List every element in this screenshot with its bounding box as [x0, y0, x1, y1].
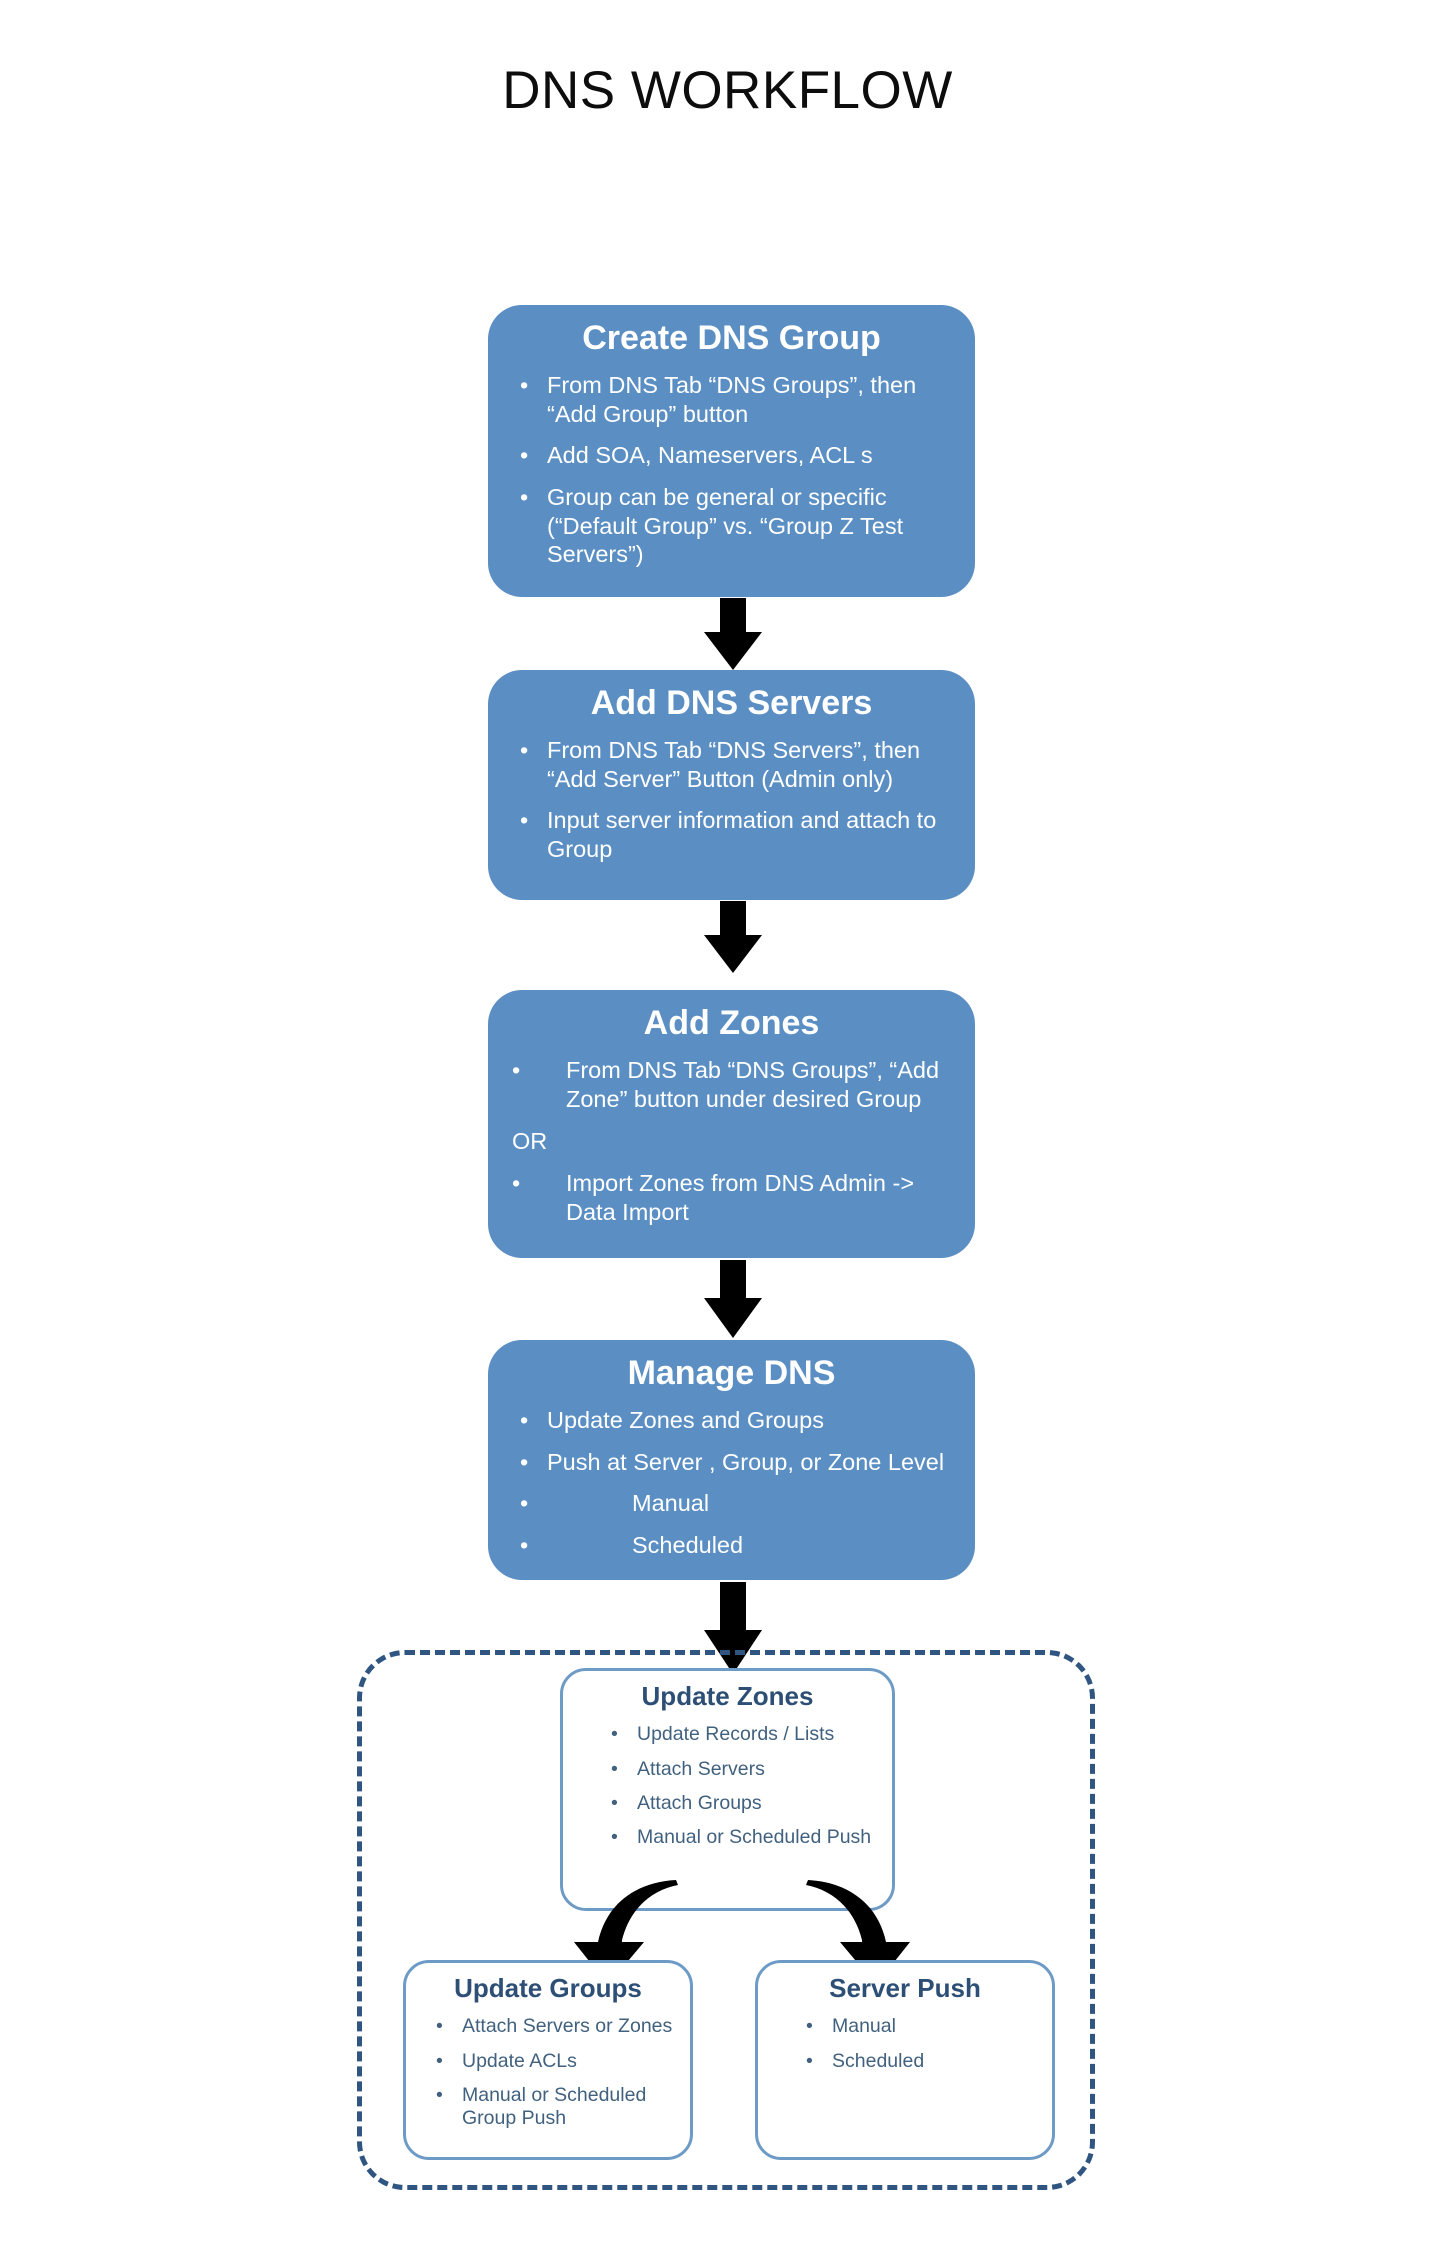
list-item-label: From DNS Tab “DNS Groups”, then “Add Gro… [547, 372, 917, 427]
list-item-label: Push at Server , Group, or Zone Level [547, 1448, 945, 1475]
list-item: • Push at Server , Group, or Zone Level [520, 1448, 967, 1477]
arrow-down-2 [704, 901, 762, 973]
list-item-label: Attach Servers or Zones [462, 2015, 673, 2038]
list-item-label: Import Zones from DNS Admin -> Data Impo… [566, 1170, 915, 1225]
step-title-manage-dns: Manage DNS [627, 1354, 836, 1392]
arrow-down-3 [704, 1260, 762, 1338]
step-list-add-dns-servers: • From DNS Tab “DNS Servers”, then “Add … [520, 736, 955, 864]
list-item: • Manual or Scheduled Push [611, 1826, 880, 1849]
list-item: • Attach Servers or Zones [436, 2015, 678, 2038]
list-item-label: Add SOA, Nameservers, ACL s [547, 442, 873, 469]
list-item: • Manual [520, 1489, 967, 1518]
sub-list-server-push: • Manual • Scheduled [806, 2015, 1040, 2073]
list-item: • From DNS Tab “DNS Groups”, “Add Zone” … [512, 1056, 957, 1113]
bullet-icon: • [520, 807, 529, 834]
step-box-add-zones[interactable]: Add Zones • From DNS Tab “DNS Groups”, “… [488, 990, 975, 1258]
step-box-manage-dns[interactable]: Manage DNS • Update Zones and Groups • P… [488, 1340, 975, 1580]
list-item-label: Group can be general or specific (“Defau… [547, 484, 904, 568]
step-box-create-dns-group[interactable]: Create DNS Group • From DNS Tab “DNS Gro… [488, 305, 975, 597]
bullet-icon: • [520, 1532, 529, 1559]
bullet-icon: • [520, 372, 529, 399]
list-item: • Update Records / Lists [611, 1723, 880, 1746]
sub-box-update-groups[interactable]: Update Groups • Attach Servers or Zones … [403, 1960, 693, 2160]
list-item-label: From DNS Tab “DNS Servers”, then “Add Se… [547, 737, 921, 792]
bullet-icon: • [520, 1407, 529, 1434]
list-item-label: Scheduled [832, 2049, 925, 2072]
sub-list-update-zones: • Update Records / Lists • Attach Server… [611, 1723, 880, 1850]
page-title: DNS WORKFLOW [502, 61, 953, 120]
bullet-icon: • [436, 2015, 443, 2038]
list-item-label: Input server information and attach to G… [547, 807, 937, 863]
step-list-add-zones-2: • Import Zones from DNS Admin -> Data Im… [512, 1169, 957, 1226]
list-item-label: Attach Groups [637, 1791, 762, 1814]
bullet-icon: • [512, 1170, 521, 1197]
arrow-curve-left [574, 1880, 678, 1985]
step-title-add-zones: Add Zones [643, 1004, 820, 1042]
bullet-icon: • [512, 1057, 521, 1084]
sub-title-server-push: Server Push [829, 1973, 981, 2003]
list-item: • Attach Groups [611, 1792, 880, 1815]
step-title-add-dns-servers: Add DNS Servers [590, 684, 873, 722]
detail-group-container [357, 1650, 1095, 2190]
bullet-icon: • [520, 737, 529, 764]
step-list-add-zones: • From DNS Tab “DNS Groups”, “Add Zone” … [512, 1056, 957, 1113]
list-item-label: Update Records / Lists [637, 1723, 835, 1746]
list-item: • Import Zones from DNS Admin -> Data Im… [512, 1169, 957, 1226]
list-item-label: Update Zones and Groups [547, 1407, 824, 1434]
step-title-create-dns-group: Create DNS Group [582, 319, 881, 357]
bullet-icon: • [611, 1826, 618, 1849]
bullet-icon: • [520, 442, 529, 469]
list-item-label: Manual or Scheduled Push [637, 1826, 872, 1849]
bullet-icon: • [436, 2049, 443, 2072]
bullet-icon: • [520, 1448, 529, 1475]
sub-title-update-zones: Update Zones [641, 1681, 814, 1711]
sub-list-update-groups: • Attach Servers or Zones • Update ACLs … [436, 2015, 678, 2131]
separator-or: OR [512, 1128, 548, 1155]
list-item-label: Manual [632, 1490, 710, 1517]
list-item-label: From DNS Tab “DNS Groups”, “Add Zone” bu… [566, 1057, 940, 1112]
list-item-label: Manual or Scheduled Group Push [462, 2083, 647, 2130]
arrow-down-1 [704, 598, 762, 670]
list-item-label: Attach Servers [637, 1757, 765, 1780]
list-item: • Manual [806, 2015, 1040, 2038]
bullet-icon: • [520, 484, 529, 511]
list-item: • Group can be general or specific (“Def… [520, 483, 951, 569]
step-list-create-dns-group: • From DNS Tab “DNS Groups”, then “Add G… [520, 371, 951, 569]
list-item-label: Update ACLs [462, 2049, 577, 2072]
list-item: • Input server information and attach to… [520, 806, 955, 863]
step-list-manage-dns: • Update Zones and Groups • Push at Serv… [520, 1406, 967, 1560]
step-box-add-dns-servers[interactable]: Add DNS Servers • From DNS Tab “DNS Serv… [488, 670, 975, 900]
sub-title-update-groups: Update Groups [454, 1973, 642, 2003]
list-item: • Manual or Scheduled Group Push [436, 2084, 678, 2131]
list-item: • Add SOA, Nameservers, ACL s [520, 441, 951, 470]
bullet-icon: • [611, 1723, 618, 1746]
bullet-icon: • [436, 2083, 443, 2106]
list-item: • From DNS Tab “DNS Groups”, then “Add G… [520, 371, 951, 428]
bullet-icon: • [806, 2049, 813, 2072]
list-item: • From DNS Tab “DNS Servers”, then “Add … [520, 736, 955, 793]
list-item: • Attach Servers [611, 1758, 880, 1781]
bullet-icon: • [806, 2015, 813, 2038]
bullet-icon: • [611, 1757, 618, 1780]
list-item: • Update ACLs [436, 2050, 678, 2073]
bullet-icon: • [520, 1490, 529, 1517]
sub-box-server-push[interactable]: Server Push • Manual • Scheduled [755, 1960, 1055, 2160]
list-item: • Scheduled [806, 2050, 1040, 2073]
list-item: • Scheduled [520, 1531, 967, 1560]
list-item: • Update Zones and Groups [520, 1406, 967, 1435]
arrow-curve-right [806, 1880, 910, 1985]
bullet-icon: • [611, 1791, 618, 1814]
sub-box-update-zones[interactable]: Update Zones • Update Records / Lists • … [560, 1668, 895, 1911]
list-item-label: Scheduled [632, 1532, 744, 1559]
list-item-label: Manual [832, 2015, 896, 2038]
